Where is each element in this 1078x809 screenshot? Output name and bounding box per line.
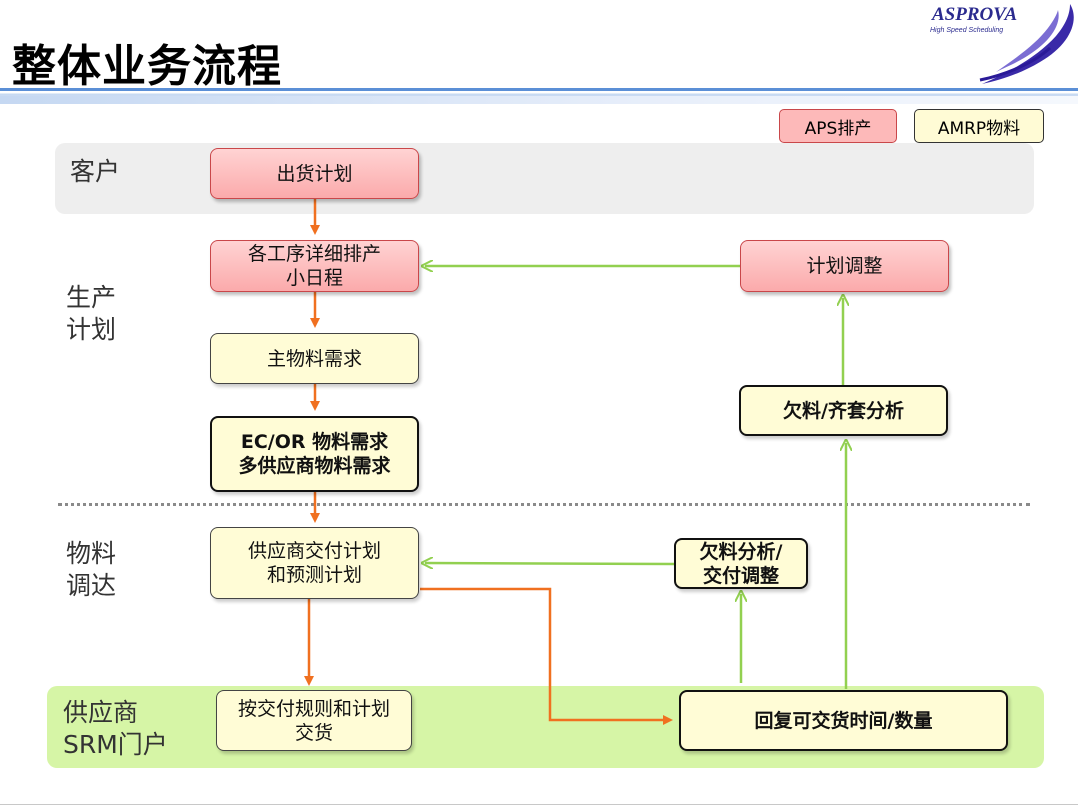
asprova-logo <box>979 4 1074 84</box>
box-shortage-kit-analysis: 欠料/齐套分析 <box>739 385 948 436</box>
box-deliver-by-rule: 按交付规则和计划 交货 <box>216 690 412 751</box>
lane-label-supplier: 供应商 SRM门户 <box>63 698 168 759</box>
lane-label-customer: 客户 <box>70 157 121 186</box>
box-shortage-delivery-adjust: 欠料分析/ 交付调整 <box>674 538 808 589</box>
footer-line <box>0 804 1078 805</box>
box-detailed-scheduling: 各工序详细排产 小日程 <box>210 240 419 292</box>
box-supplier-delivery-plan: 供应商交付计划 和预测计划 <box>210 527 419 599</box>
legend-aps: APS排产 <box>779 109 897 143</box>
box-ec-material-demand: EC/OR 物料需求 多供应商物料需求 <box>210 416 419 492</box>
logo-brand: ASPROVA <box>932 4 1018 25</box>
logo-tagline: High Speed Scheduling <box>930 27 1004 34</box>
page-title: 整体业务流程 <box>12 41 282 92</box>
box-reply-delivery: 回复可交货时间/数量 <box>679 690 1008 751</box>
lane-divider <box>58 503 1030 506</box>
legend-amrp: AMRP物料 <box>914 109 1044 143</box>
box-plan-adjustment: 计划调整 <box>740 240 949 292</box>
arrow-shortage-adjust-to-supplier-plan <box>425 563 675 564</box>
title-underline-gradient <box>0 96 1078 104</box>
box-main-material-demand: 主物料需求 <box>210 333 419 384</box>
lane-label-material-dispatch: 物料 调达 <box>66 539 117 600</box>
arrow-supplier-plan-to-reply <box>420 587 673 725</box>
box-shipment-plan: 出货计划 <box>210 148 419 199</box>
lane-label-production-plan: 生产 计划 <box>66 283 117 344</box>
